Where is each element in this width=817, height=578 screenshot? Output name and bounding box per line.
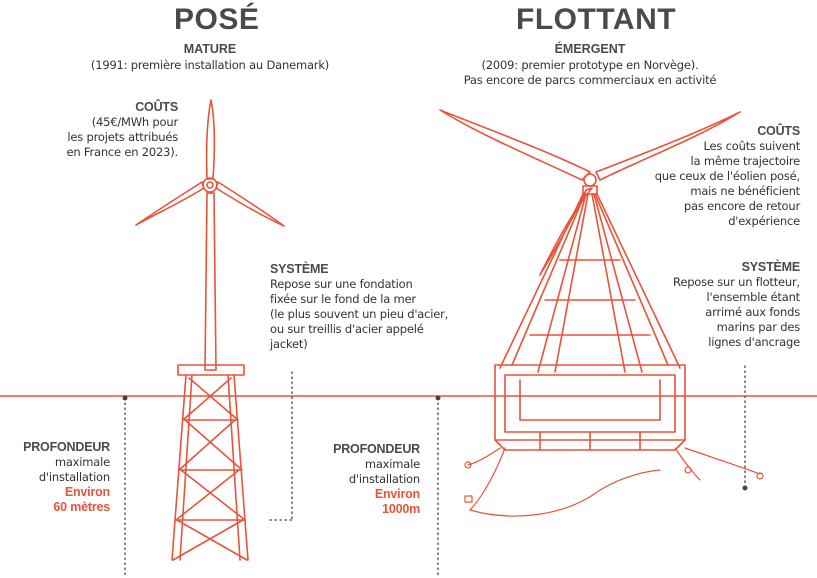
pose-depth-line: maximale <box>54 455 110 469</box>
flottant-depth-block: PROFONDEUR maximale d'installation Envir… <box>310 442 420 517</box>
flottant-depth-value: Environ <box>374 487 420 501</box>
fixed-hub <box>202 177 218 193</box>
flottant-costs-line: pas encore de retour <box>683 199 800 213</box>
pose-costs-line: en France en 2023). <box>66 145 178 159</box>
flottant-system-line: lignes d'ancrage <box>708 335 800 349</box>
pose-status-label: MATURE <box>183 42 237 56</box>
floating-turbine <box>439 109 741 451</box>
flottant-depth-value: 1000m <box>382 502 420 516</box>
pose-status-note: (1991: première installation au Danemark… <box>90 58 330 72</box>
flottant-system-label: SYSTÈME <box>741 260 801 274</box>
flottant-status-note: Pas encore de parcs commerciaux en activ… <box>463 73 717 87</box>
pose-costs-line: les projets attribués <box>67 130 178 144</box>
flottant-title: FLOTTANT <box>516 3 677 36</box>
flottant-costs-block: COÛTS Les coûts suivent la même trajecto… <box>600 124 800 229</box>
pose-system-line: Repose sur une fondation <box>270 277 413 291</box>
pose-system-label: SYSTÈME <box>270 262 329 276</box>
pose-depth-line: d'installation <box>38 470 110 484</box>
flottant-system-block: SYSTÈME Repose sur un flotteur, l'ensemb… <box>620 260 800 350</box>
floating-blade-right <box>595 111 741 181</box>
flottant-system-line: marins par des <box>716 320 801 334</box>
pose-depth-value: 60 mètres <box>53 500 110 514</box>
fixed-blade-up <box>205 99 216 180</box>
pose-costs-block: COÛTS (45€/MWh pour les projets attribué… <box>30 100 178 160</box>
flottant-status-label: ÉMERGENT <box>554 42 626 56</box>
floating-blade-left <box>439 109 591 181</box>
fixed-tower <box>204 192 217 371</box>
flottant-depth-line: d'installation <box>348 472 420 486</box>
flottant-costs-label: COÛTS <box>757 124 800 138</box>
flottant-depth-label: PROFONDEUR <box>333 442 420 456</box>
pose-costs-line: (45€/MWh pour <box>91 115 179 129</box>
floater <box>494 364 686 441</box>
flottant-status-notes: (2009: premier prototype en Norvège). Pa… <box>430 58 750 88</box>
pose-depth-block: PROFONDEUR maximale d'installation Envir… <box>0 440 110 515</box>
flottant-status-note: (2009: premier prototype en Norvège). <box>481 58 699 72</box>
fixed-blade-right <box>215 181 285 227</box>
flottant-costs-line: mais ne bénéficient <box>690 184 800 198</box>
pose-depth-label: PROFONDEUR <box>23 440 110 454</box>
flottant-system-line: Repose sur un flotteur, <box>673 275 800 289</box>
flottant-costs-line: la même trajectoire <box>690 154 801 168</box>
floating-hub <box>583 173 597 187</box>
fixed-turbine <box>135 99 285 371</box>
flottant-depth-line: maximale <box>364 457 420 471</box>
pose-system-line: (le plus souvent un pieu d'acier, <box>270 307 449 321</box>
pose-system-line: ou sur treillis d'acier appelé <box>270 322 424 336</box>
pose-system-line: fixée sur le fond de la mer <box>270 292 416 306</box>
flottant-system-line: arrimé aux fonds <box>705 305 800 319</box>
flottant-costs-line: d'expérience <box>728 214 800 228</box>
pose-system-line: jacket) <box>270 337 308 351</box>
fixed-blade-left <box>135 181 205 226</box>
mooring-lines <box>464 447 764 517</box>
jacket-foundation <box>171 364 249 561</box>
pose-system-block: SYSTÈME Repose sur une fondation fixée s… <box>270 262 470 352</box>
pose-depth-value: Environ <box>64 485 110 499</box>
pose-title: POSÉ <box>174 3 260 36</box>
flottant-costs-line: que ceux de l'éolien posé, <box>654 169 800 183</box>
flottant-system-line: l'ensemble étant <box>706 290 801 304</box>
pose-costs-label: COÛTS <box>135 100 178 114</box>
flottant-costs-line: Les coûts suivent <box>703 139 801 153</box>
